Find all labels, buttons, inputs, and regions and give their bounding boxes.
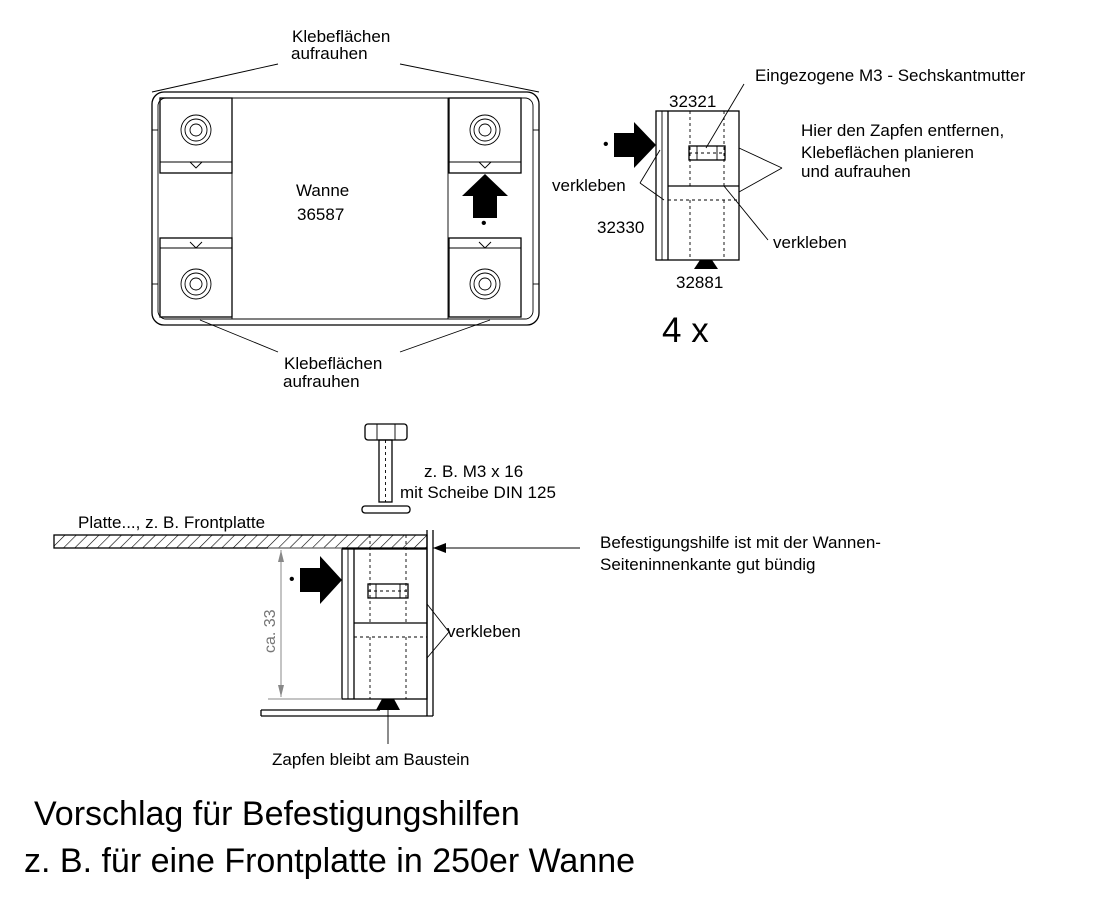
- glue-label-section: verkleben: [447, 622, 521, 641]
- flush-note-2: Seiteninnenkante gut bündig: [600, 555, 816, 574]
- pin-note: Zapfen bleibt am Baustein: [272, 750, 470, 769]
- nut-label: Eingezogene M3 - Sechskantmutter: [755, 66, 1026, 85]
- corner-block-top-right: [448, 97, 522, 174]
- tub-top-view: • Wanne 36587 Klebeflächen aufrauhen Kle…: [151, 27, 540, 391]
- tub-number: 36587: [297, 205, 344, 224]
- screw: [361, 423, 411, 514]
- mounting-block-detail: • Eingezogene M3 - Sechskantmutter 32321…: [552, 66, 1026, 350]
- plate-label: Platte..., z. B. Frontplatte: [78, 513, 265, 532]
- caption-line-1: Vorschlag für Befestigungshilfen: [34, 795, 520, 833]
- corner-block-bottom-left: [159, 237, 233, 318]
- glue-label-left: verkleben: [552, 176, 626, 195]
- glue-surface-label-bottom-1: Klebeflächen: [284, 354, 382, 373]
- pin-icon: [694, 260, 718, 269]
- screw-label-1: z. B. M3 x 16: [424, 462, 523, 481]
- note-line-1: Hier den Zapfen entfernen,: [801, 121, 1004, 140]
- dimension-line: ca. 33: [262, 547, 342, 700]
- quantity-multiplier: 4 x: [662, 311, 709, 350]
- corner-block-bottom-right: [448, 237, 522, 318]
- part-number-left: 32330: [597, 218, 644, 237]
- caption-line-2: z. B. für eine Frontplatte in 250er Wann…: [24, 842, 635, 880]
- front-plate: [53, 534, 428, 549]
- part-number-bottom: 32881: [676, 273, 723, 292]
- tub-marker: •: [481, 215, 487, 232]
- detail-marker: •: [603, 136, 609, 153]
- glue-surface-label-top-2: aufrauhen: [291, 44, 368, 63]
- part-number-top: 32321: [669, 92, 716, 111]
- glue-label-right: verkleben: [773, 233, 847, 252]
- dimension-value: ca. 33: [262, 609, 279, 653]
- flush-arrow-icon: [433, 543, 446, 553]
- glue-surface-label-top-1: Klebeflächen: [292, 27, 390, 46]
- note-line-3: und aufrauhen: [801, 162, 911, 181]
- flush-note-1: Befestigungshilfe ist mit der Wannen-: [600, 533, 881, 552]
- arrow-right-section-icon: [300, 556, 342, 604]
- section-marker: •: [289, 571, 295, 588]
- note-line-2: Klebeflächen planieren: [801, 143, 974, 162]
- arrow-right-icon: [614, 122, 656, 168]
- corner-block-top-left: [159, 97, 233, 174]
- tub-name: Wanne: [296, 181, 349, 200]
- pin-section-icon: [376, 699, 400, 710]
- screw-label-2: mit Scheibe DIN 125: [400, 483, 556, 502]
- section-view: z. B. M3 x 16 mit Scheibe DIN 125 Platte…: [53, 423, 881, 769]
- arrow-up-icon: [462, 174, 508, 218]
- glue-surface-label-bottom-2: aufrauhen: [283, 372, 360, 391]
